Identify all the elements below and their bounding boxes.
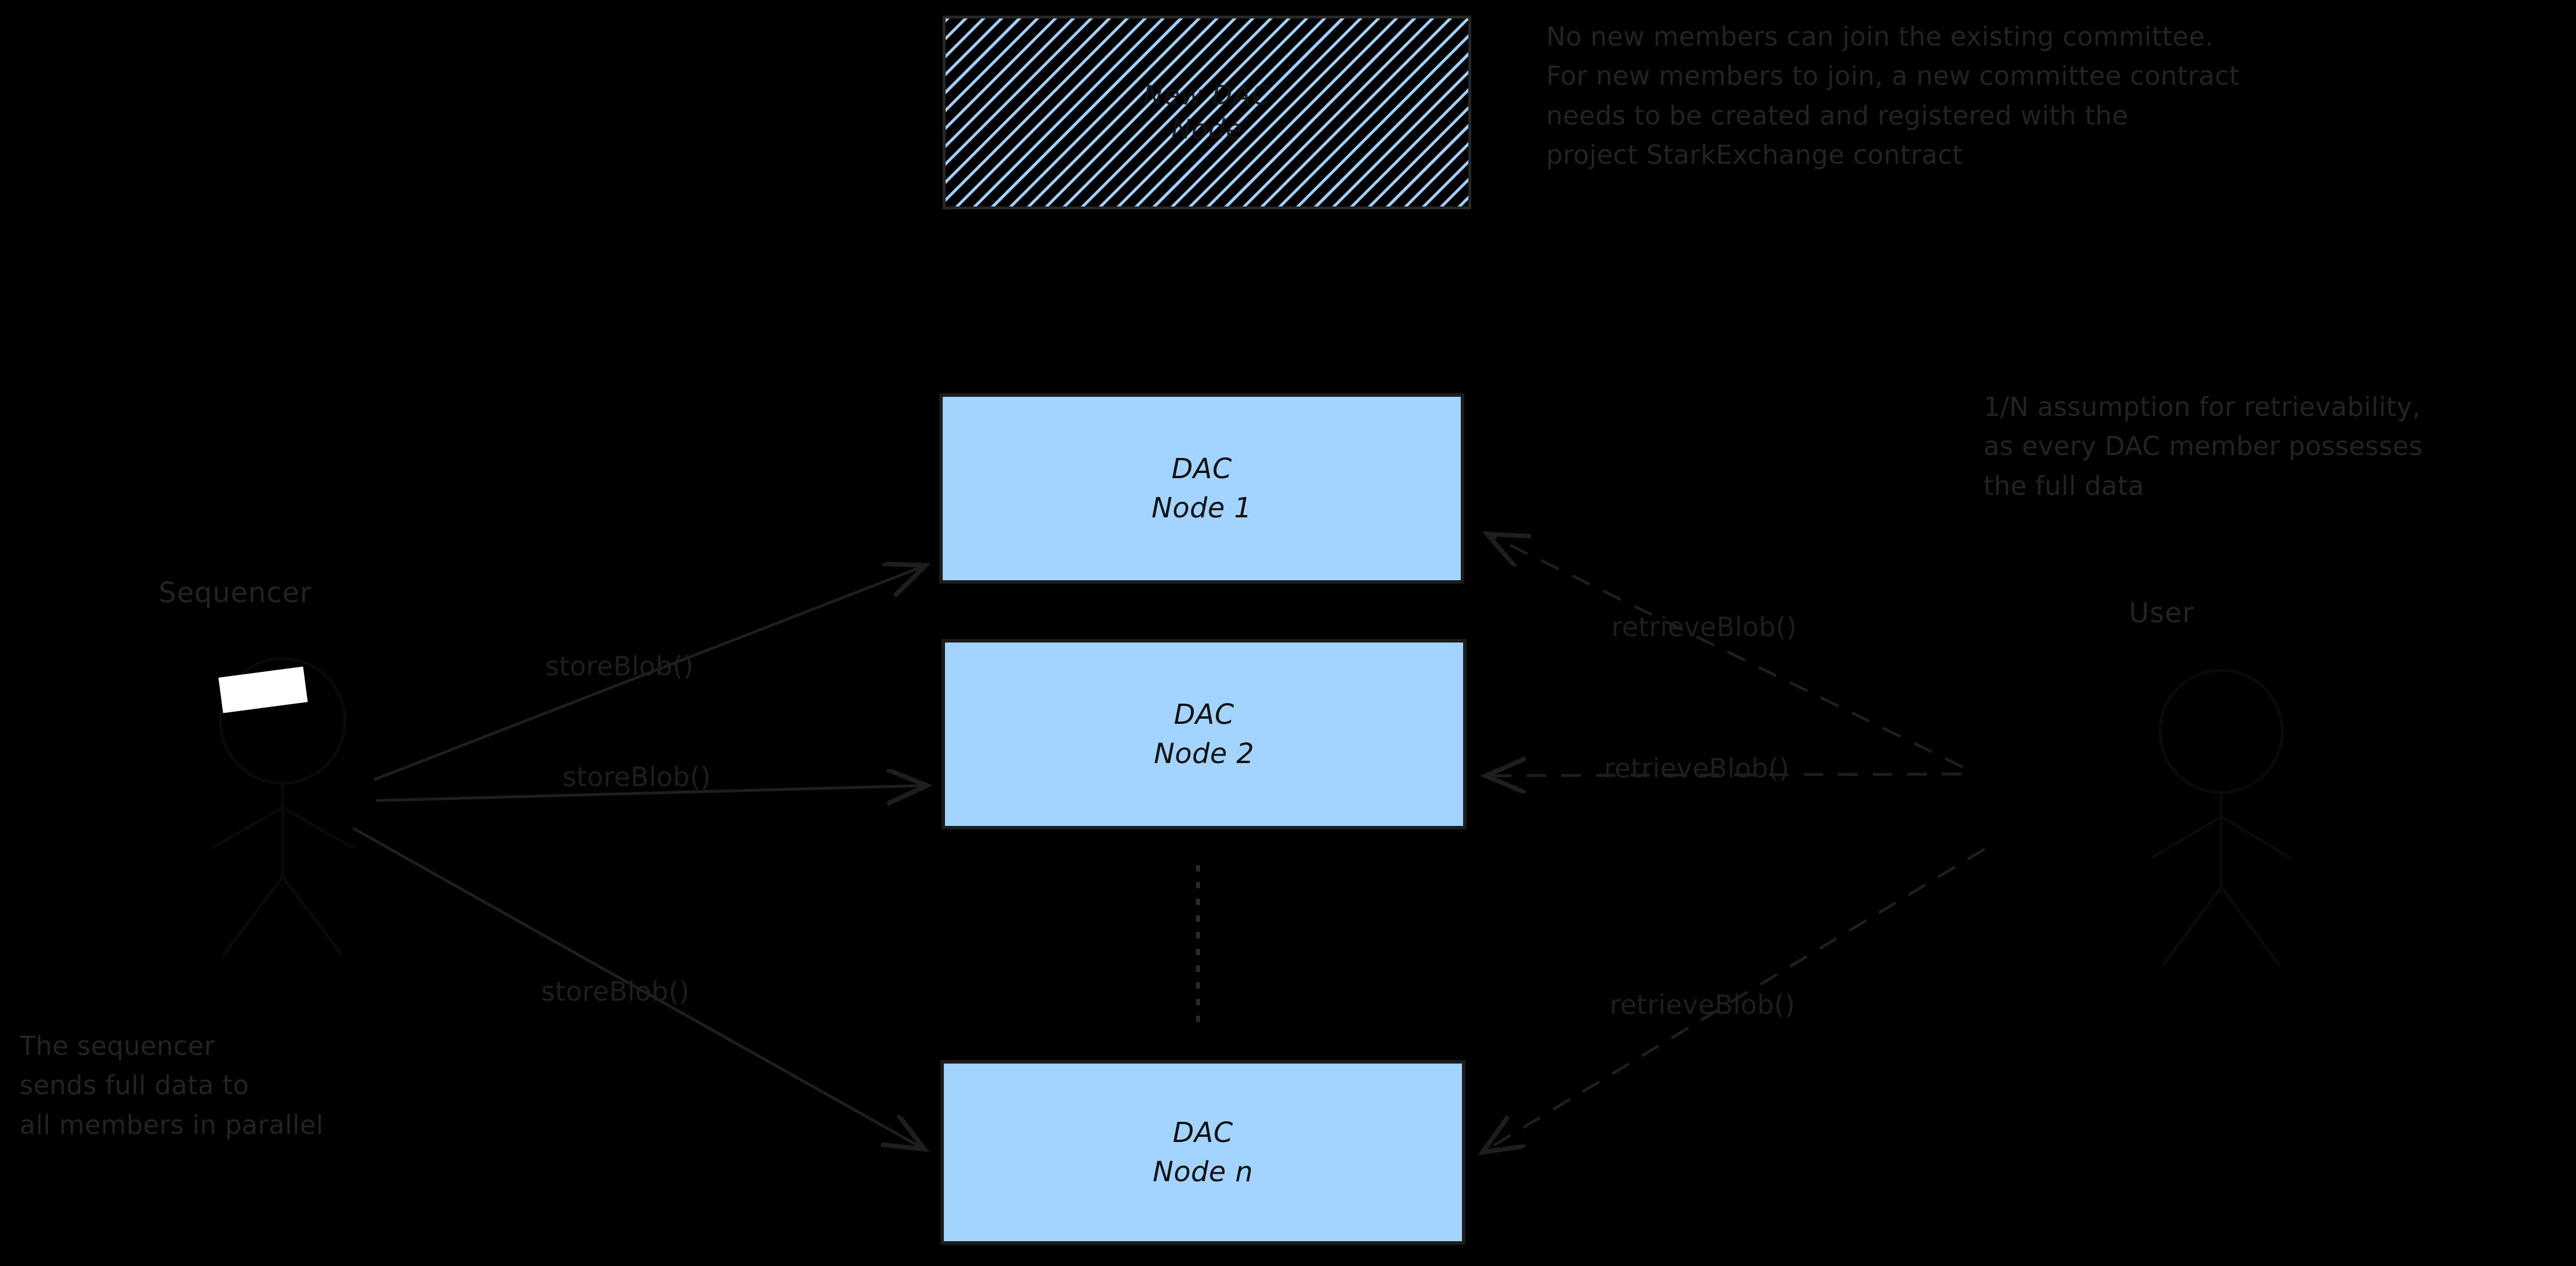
annotation-sequencer-parallel: The sequencer sends full data to all mem… — [20, 1031, 324, 1140]
new-dac-node-label: New DAC Node — [1143, 80, 1271, 145]
edge-label-store-node1: storeBlob() — [545, 651, 694, 682]
edge-label-store-noden: storeBlob() — [541, 976, 690, 1007]
dac-node-1-box[interactable]: DAC Node 1 — [939, 393, 1464, 584]
edge-label-retrieve-node2: retrieveBlob() — [1604, 753, 1790, 784]
dac-node-2-line1: DAC — [1173, 698, 1235, 731]
dac-node-n-line2: Node n — [1153, 1156, 1253, 1188]
sequencer-stick-figure-icon — [211, 657, 355, 956]
edge-label-store-node2: storeBlob() — [563, 761, 711, 792]
dac-node-1-line2: Node 1 — [1151, 492, 1253, 524]
annotation-retrievability: 1/N assumption for retrievability, as ev… — [1983, 392, 2423, 501]
new-dac-node-box: New DAC Node — [943, 16, 1471, 209]
dac-node-n-box[interactable]: DAC Node n — [940, 1060, 1465, 1245]
user-stick-figure-icon — [2151, 668, 2291, 966]
edge-label-retrieve-noden: retrieveBlob() — [1610, 989, 1795, 1020]
edge-label-retrieve-node1: retrieveBlob() — [1611, 611, 1797, 643]
user-label: User — [2129, 597, 2195, 629]
dac-node-n-line1: DAC — [1172, 1116, 1233, 1149]
annotation-new-members: No new members can join the existing com… — [1546, 21, 2240, 171]
arrow-retrieve-node1 — [1490, 535, 1964, 769]
sequencer-label: Sequencer — [159, 577, 312, 609]
dac-node-2-line2: Node 2 — [1153, 738, 1255, 770]
dac-node-2-box[interactable]: DAC Node 2 — [942, 639, 1467, 829]
vertical-ellipsis-icon — [1196, 865, 1200, 1032]
dac-node-1-line1: DAC — [1171, 452, 1232, 485]
